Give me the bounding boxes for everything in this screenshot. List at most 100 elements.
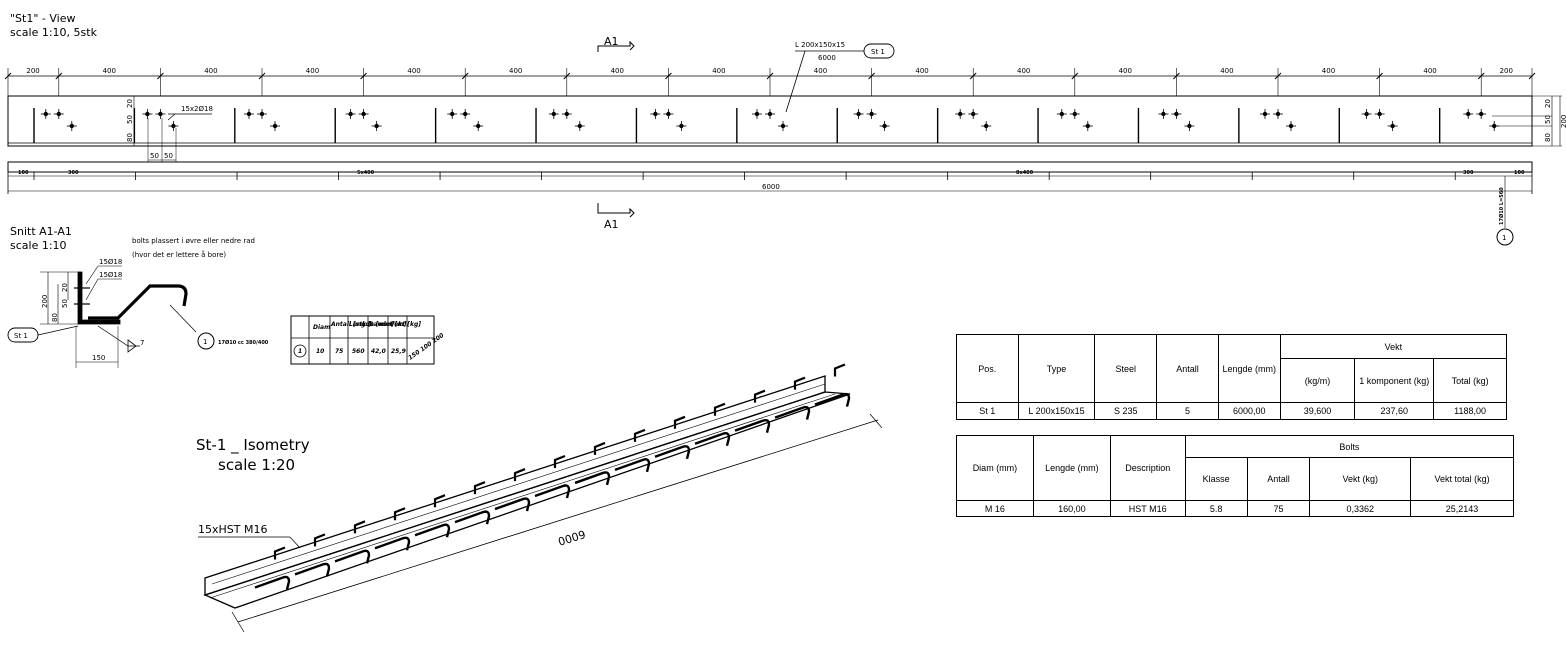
steel-cell-pos: St 1	[956, 402, 1019, 420]
left-vert-dim-1: 20	[126, 99, 134, 108]
section-rebar-pos: 1	[203, 338, 207, 346]
iso-stud	[753, 389, 766, 403]
top-dim-slash-7	[665, 72, 672, 80]
section-marker-bottom: A1	[597, 203, 635, 231]
bolt-hole	[1184, 121, 1195, 131]
rebar-dim-6: 100	[1514, 170, 1525, 176]
rebar-dim-4: 8x400	[1016, 170, 1034, 176]
steel-header-lengde: Lengde (mm)	[1217, 334, 1281, 403]
bolt-hole	[1286, 121, 1296, 131]
iso-hook	[334, 549, 371, 564]
iso-stud	[793, 376, 806, 390]
member-label: L 200x150x15	[795, 41, 845, 49]
bolt-cell-klasse: 5.8	[1184, 500, 1248, 517]
member-length: 6000	[818, 54, 836, 62]
top-dim-slash-1	[55, 72, 63, 80]
steel-cell-lengde: 6000,00	[1217, 402, 1281, 420]
steel-header-total: Total (kg)	[1433, 358, 1507, 403]
rebar-tag-text: 17Ø10 L=560	[1498, 187, 1505, 225]
bolt-hole	[955, 109, 966, 119]
rebar-table: Diam Antall [stk.] Lengde [mm] Samlet [m…	[290, 315, 445, 365]
bolt-table: Diam (mm) Lengde (mm) Description Bolts …	[956, 435, 1515, 517]
bolt-hole	[752, 109, 762, 119]
bolt-cell-lengde: 160,00	[1032, 500, 1111, 517]
section-marker-bottom-label: A1	[604, 218, 619, 231]
bolt-hole	[1260, 109, 1270, 119]
top-dim-slash-3	[258, 72, 266, 80]
right-vert-dim-2: 50	[1544, 115, 1552, 124]
iso-hook	[814, 392, 851, 407]
iso-hook	[614, 458, 651, 473]
iso-hook	[574, 471, 611, 486]
iso-stud	[833, 363, 846, 377]
iso-stud	[273, 546, 286, 560]
top-dim-11: 400	[1017, 67, 1030, 75]
bolt-hole	[676, 121, 687, 131]
iso-hook	[654, 445, 691, 460]
rebar-dim-2: 300	[68, 170, 79, 176]
iso-stud	[353, 520, 366, 534]
section-title: Snitt A1-A1	[10, 225, 72, 238]
rebar-table-diam: 10	[316, 348, 324, 355]
bolt-hole	[40, 109, 51, 119]
iso-hook	[454, 510, 491, 525]
section-vert-dim-2: 80	[51, 313, 59, 322]
top-dim-12: 400	[1119, 67, 1132, 75]
top-dim-slash-4	[360, 72, 367, 80]
top-dim-2: 400	[103, 67, 116, 75]
bolt-hole	[473, 121, 484, 131]
rebar-table-header-diam: Diam	[313, 324, 330, 331]
top-dim-9: 400	[814, 67, 827, 75]
bolt-hole	[1476, 109, 1487, 119]
bolt-hole	[1069, 109, 1080, 119]
bolt-hole	[244, 109, 254, 119]
bolt-header-vekt: Vekt (kg)	[1309, 457, 1412, 501]
section-vert-dim-1: 200	[41, 295, 49, 308]
top-dim-slash-11	[1071, 72, 1079, 80]
left-vert-dim-3: 80	[126, 133, 134, 142]
steel-header-kgm: (kg/m)	[1279, 358, 1356, 403]
bolt-cell-vekt: 0,3362	[1309, 500, 1412, 517]
member-pos-tag: St 1	[871, 48, 885, 56]
steel-cell-kgm: 39,600	[1279, 402, 1356, 420]
iso-title: St-1 _ Isometry	[196, 436, 310, 455]
rebar-dim-3: 5x400	[357, 170, 375, 176]
section-bolt-bottom: 15Ø18	[99, 271, 122, 279]
top-dim-14: 400	[1322, 67, 1335, 75]
rebar-table-header-lengde: Lengde [mm]	[349, 321, 394, 328]
bolt-hole	[548, 109, 559, 119]
right-vert-dim-3: 80	[1544, 133, 1552, 142]
bolt-hole	[345, 109, 356, 119]
bolt-hole	[1387, 121, 1398, 131]
section-note-2: (hvor det er lettere å bore)	[132, 250, 226, 259]
view-title: "St1" - View	[10, 12, 75, 25]
bolt-hole	[981, 121, 992, 131]
section-width-dim: 150	[92, 354, 105, 362]
steel-table: Pos. Type Steel Antall Lengde (mm) Vekt …	[956, 334, 1508, 420]
bolt-hole	[270, 121, 280, 131]
bolt-hole	[358, 109, 369, 119]
bolt-hole	[663, 109, 674, 119]
section-vert-dim-4: 20	[61, 283, 69, 292]
top-dim-slash-6	[563, 72, 571, 80]
top-dim-slash-12	[1173, 72, 1180, 80]
rebar-pos-bubble: 1	[1502, 234, 1506, 242]
top-dim-3: 400	[204, 67, 217, 75]
bolt-hole	[168, 121, 179, 131]
bolt-hole	[1361, 109, 1372, 119]
iso-hook	[254, 575, 291, 590]
bolt-header-lengde: Lengde (mm)	[1032, 435, 1111, 501]
iso-hook	[694, 432, 731, 447]
steel-header-komponent: 1 komponent (kg)	[1354, 358, 1435, 403]
rebar-table-header-samlet: Samlet [m]	[369, 321, 407, 328]
steel-cell-antall: 5	[1156, 402, 1219, 420]
top-dim-10: 400	[915, 67, 928, 75]
bolt-cell-vekt-total: 25,2143	[1410, 500, 1514, 517]
iso-stud	[433, 494, 446, 508]
bolt-hole	[650, 109, 661, 119]
overall-length: 6000	[762, 183, 780, 191]
iso-stud	[513, 468, 526, 482]
rebar-elevation: 100 300 5x400 8x400 300 100 6000 17Ø10 L…	[7, 161, 1533, 246]
section-bolt-top: 15Ø18	[99, 258, 122, 266]
bolt-cell-desc: HST M16	[1109, 500, 1186, 517]
